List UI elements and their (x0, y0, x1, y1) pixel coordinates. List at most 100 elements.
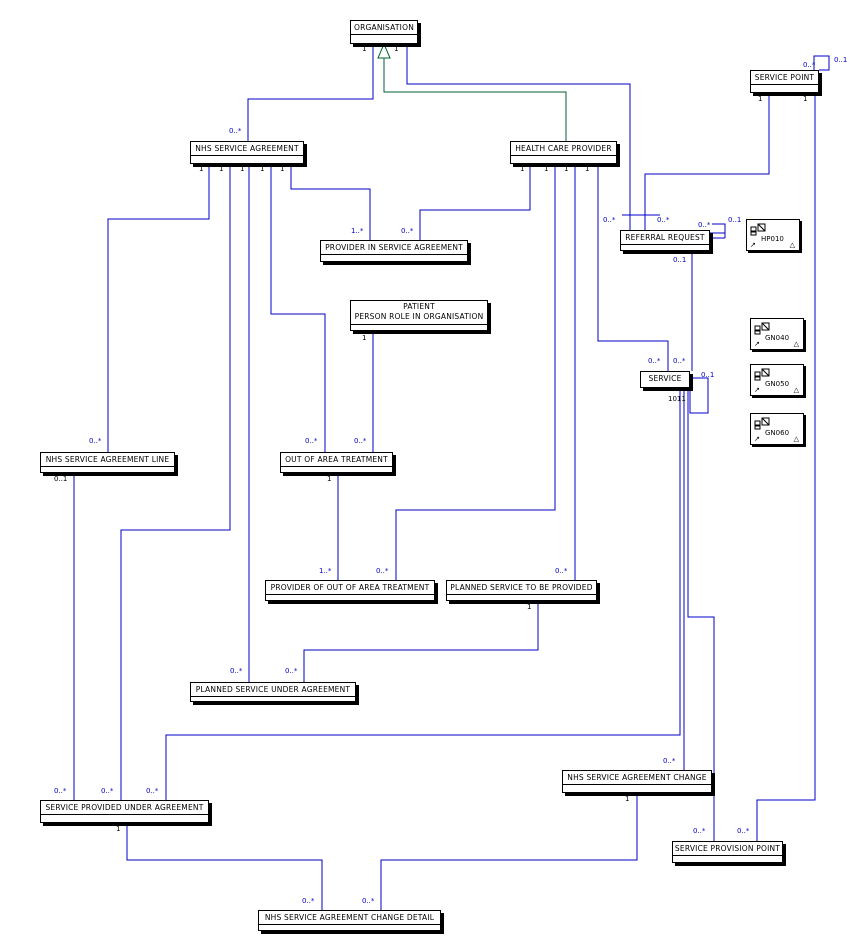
entity-patient[interactable]: PATIENT PERSON ROLE IN ORGANISATION (350, 300, 488, 331)
generalization-hcp-org (383, 56, 567, 141)
multiplicity-label: 1 (585, 165, 590, 173)
multiplicity-label: 0..* (693, 827, 706, 835)
entity-name: NHS SERVICE AGREEMENT (195, 144, 299, 153)
multiplicity-label: 0..* (555, 567, 568, 575)
multiplicity-label: 1..* (351, 227, 364, 235)
shortcut-arrow-icon: ↗ (754, 340, 760, 348)
multiplicity-label: 1 (625, 795, 630, 803)
multiplicity-label: 1 (260, 165, 265, 173)
entity-health-care-provider[interactable]: HEALTH CARE PROVIDER (510, 141, 617, 164)
multiplicity-label: 1 (362, 45, 367, 53)
assoc-service-spua (165, 388, 681, 800)
multiplicity-label: 0..* (673, 357, 686, 365)
entity-name-line2: PERSON ROLE IN ORGANISATION (354, 311, 484, 321)
assoc-sp-referral (644, 93, 770, 230)
assoc-service-self (689, 377, 709, 414)
multiplicity-label: 0..* (230, 667, 243, 675)
entity-organisation[interactable]: ORGANISATION (350, 20, 418, 44)
multiplicity-label: 1 (362, 334, 367, 342)
multiplicity-label: 1 (280, 165, 285, 173)
multiplicity-label: 1 (327, 475, 332, 483)
entity-service[interactable]: SERVICE (640, 371, 690, 388)
entity-nhs-service-agreement-line[interactable]: NHS SERVICE AGREEMENT LINE (40, 452, 175, 473)
entity-provider-in-service-agreement[interactable]: PROVIDER IN SERVICE AGREEMENT (320, 240, 468, 262)
entity-out-of-area-treatment[interactable]: OUT OF AREA TREATMENT (280, 452, 393, 473)
package-code: GN060 (765, 429, 790, 437)
multiplicity-label: 0..* (54, 787, 67, 795)
entity-name: PROVIDER OF OUT OF AREA TREATMENT (270, 583, 430, 592)
assoc-hcp-pooat (395, 164, 556, 580)
multiplicity-label: 1 (544, 165, 549, 173)
assoc-hcp-service (597, 164, 669, 371)
entity-provider-of-out-of-area-treatment[interactable]: PROVIDER OF OUT OF AREA TREATMENT (265, 580, 435, 601)
entity-planned-service-under-agreement[interactable]: PLANNED SERVICE UNDER AGREEMENT (190, 682, 356, 702)
entity-nhs-service-agreement-change-detail[interactable]: NHS SERVICE AGREEMENT CHANGE DETAIL (258, 910, 441, 931)
multiplicity-label: 0..* (146, 787, 159, 795)
multiplicity-label: 0..* (305, 437, 318, 445)
entity-name: SERVICE (648, 374, 682, 383)
assoc-nsa-oat (270, 164, 326, 452)
entity-name: PLANNED SERVICE UNDER AGREEMENT (195, 685, 351, 694)
entity-nhs-service-agreement[interactable]: NHS SERVICE AGREEMENT (190, 141, 304, 164)
multiplicity-label: 1 (803, 95, 808, 103)
entity-name: NHS SERVICE AGREEMENT LINE (45, 455, 170, 464)
multiplicity-label: 0..* (89, 437, 102, 445)
multiplicity-label: 0..* (648, 357, 661, 365)
entity-name: PROVIDER IN SERVICE AGREEMENT (325, 243, 463, 252)
assoc-service-spp (687, 388, 715, 841)
multiplicity-label: 1 (758, 95, 763, 103)
multiplicity-label: 0..1 (673, 256, 687, 264)
multiplicity-label: 0..* (302, 897, 315, 905)
package-gn050[interactable]: GN050 ↗ △ (750, 364, 804, 396)
entity-name: SERVICE PROVISION POINT (674, 844, 781, 853)
shortcut-arrow-icon: ↗ (754, 386, 760, 394)
multiplicity-label: 1..* (319, 567, 332, 575)
multiplicity-label: 0..* (285, 667, 298, 675)
entity-name: NHS SERVICE AGREEMENT CHANGE (567, 773, 707, 782)
package-icon (754, 322, 770, 335)
entity-nhs-service-agreement-change[interactable]: NHS SERVICE AGREEMENT CHANGE (562, 770, 712, 793)
shortcut-arrow-icon: ↗ (754, 435, 760, 443)
multiplicity-label: 1 (394, 45, 399, 53)
shortcut-arrow-icon: ↗ (750, 241, 756, 249)
multiplicity-label: 0..* (603, 216, 616, 224)
multiplicity-label: 0..* (376, 567, 389, 575)
assoc-rr-self (710, 223, 726, 234)
entity-name: SERVICE PROVIDED UNDER AGREEMENT (45, 803, 204, 812)
assoc-spua-nsacd (126, 823, 323, 910)
entity-service-provision-point[interactable]: SERVICE PROVISION POINT (672, 841, 783, 863)
assoc-nsac-nsacd (380, 793, 638, 910)
entity-name: ORGANISATION (353, 23, 415, 32)
package-icon (750, 223, 766, 236)
multiplicity-label: 1 (240, 165, 245, 173)
package-icon (754, 417, 770, 430)
assoc-sp-spp (756, 93, 816, 841)
multiplicity-label: 0..* (657, 216, 670, 224)
package-code: GN040 (765, 334, 790, 342)
package-gn040[interactable]: GN040 ↗ △ (750, 318, 804, 350)
entity-service-provided-under-agreement[interactable]: SERVICE PROVIDED UNDER AGREEMENT (40, 800, 209, 823)
assoc-nsa-nsal (107, 164, 210, 452)
multiplicity-label: 0..* (803, 61, 816, 69)
multiplicity-label: 0..* (737, 827, 750, 835)
assoc-sp-self (813, 55, 830, 71)
assoc-nsa-pisa (290, 164, 371, 240)
multiplicity-label: 0..* (663, 757, 676, 765)
entity-name: PLANNED SERVICE TO BE PROVIDED (450, 583, 593, 592)
generalization-arrowhead (377, 42, 391, 59)
assoc-org-nsa (247, 44, 374, 141)
multiplicity-label: 0..1 (54, 475, 68, 483)
package-hp010[interactable]: HP010 ↗ △ (746, 219, 800, 251)
warning-triangle-icon: △ (793, 386, 799, 394)
entity-name: HEALTH CARE PROVIDER (515, 144, 612, 153)
entity-referral-request[interactable]: REFERRAL REQUEST (620, 230, 710, 251)
entity-planned-service-to-be-provided[interactable]: PLANNED SERVICE TO BE PROVIDED (446, 580, 597, 601)
multiplicity-label: 1 (219, 165, 224, 173)
multiplicity-label: 0..1 (701, 371, 715, 379)
package-gn060[interactable]: GN060 ↗ △ (750, 413, 804, 445)
entity-service-point[interactable]: SERVICE POINT (750, 70, 819, 93)
package-code: HP010 (761, 235, 784, 243)
multiplicity-label: 1 (199, 165, 204, 173)
multiplicity-label: 0..* (698, 221, 711, 229)
